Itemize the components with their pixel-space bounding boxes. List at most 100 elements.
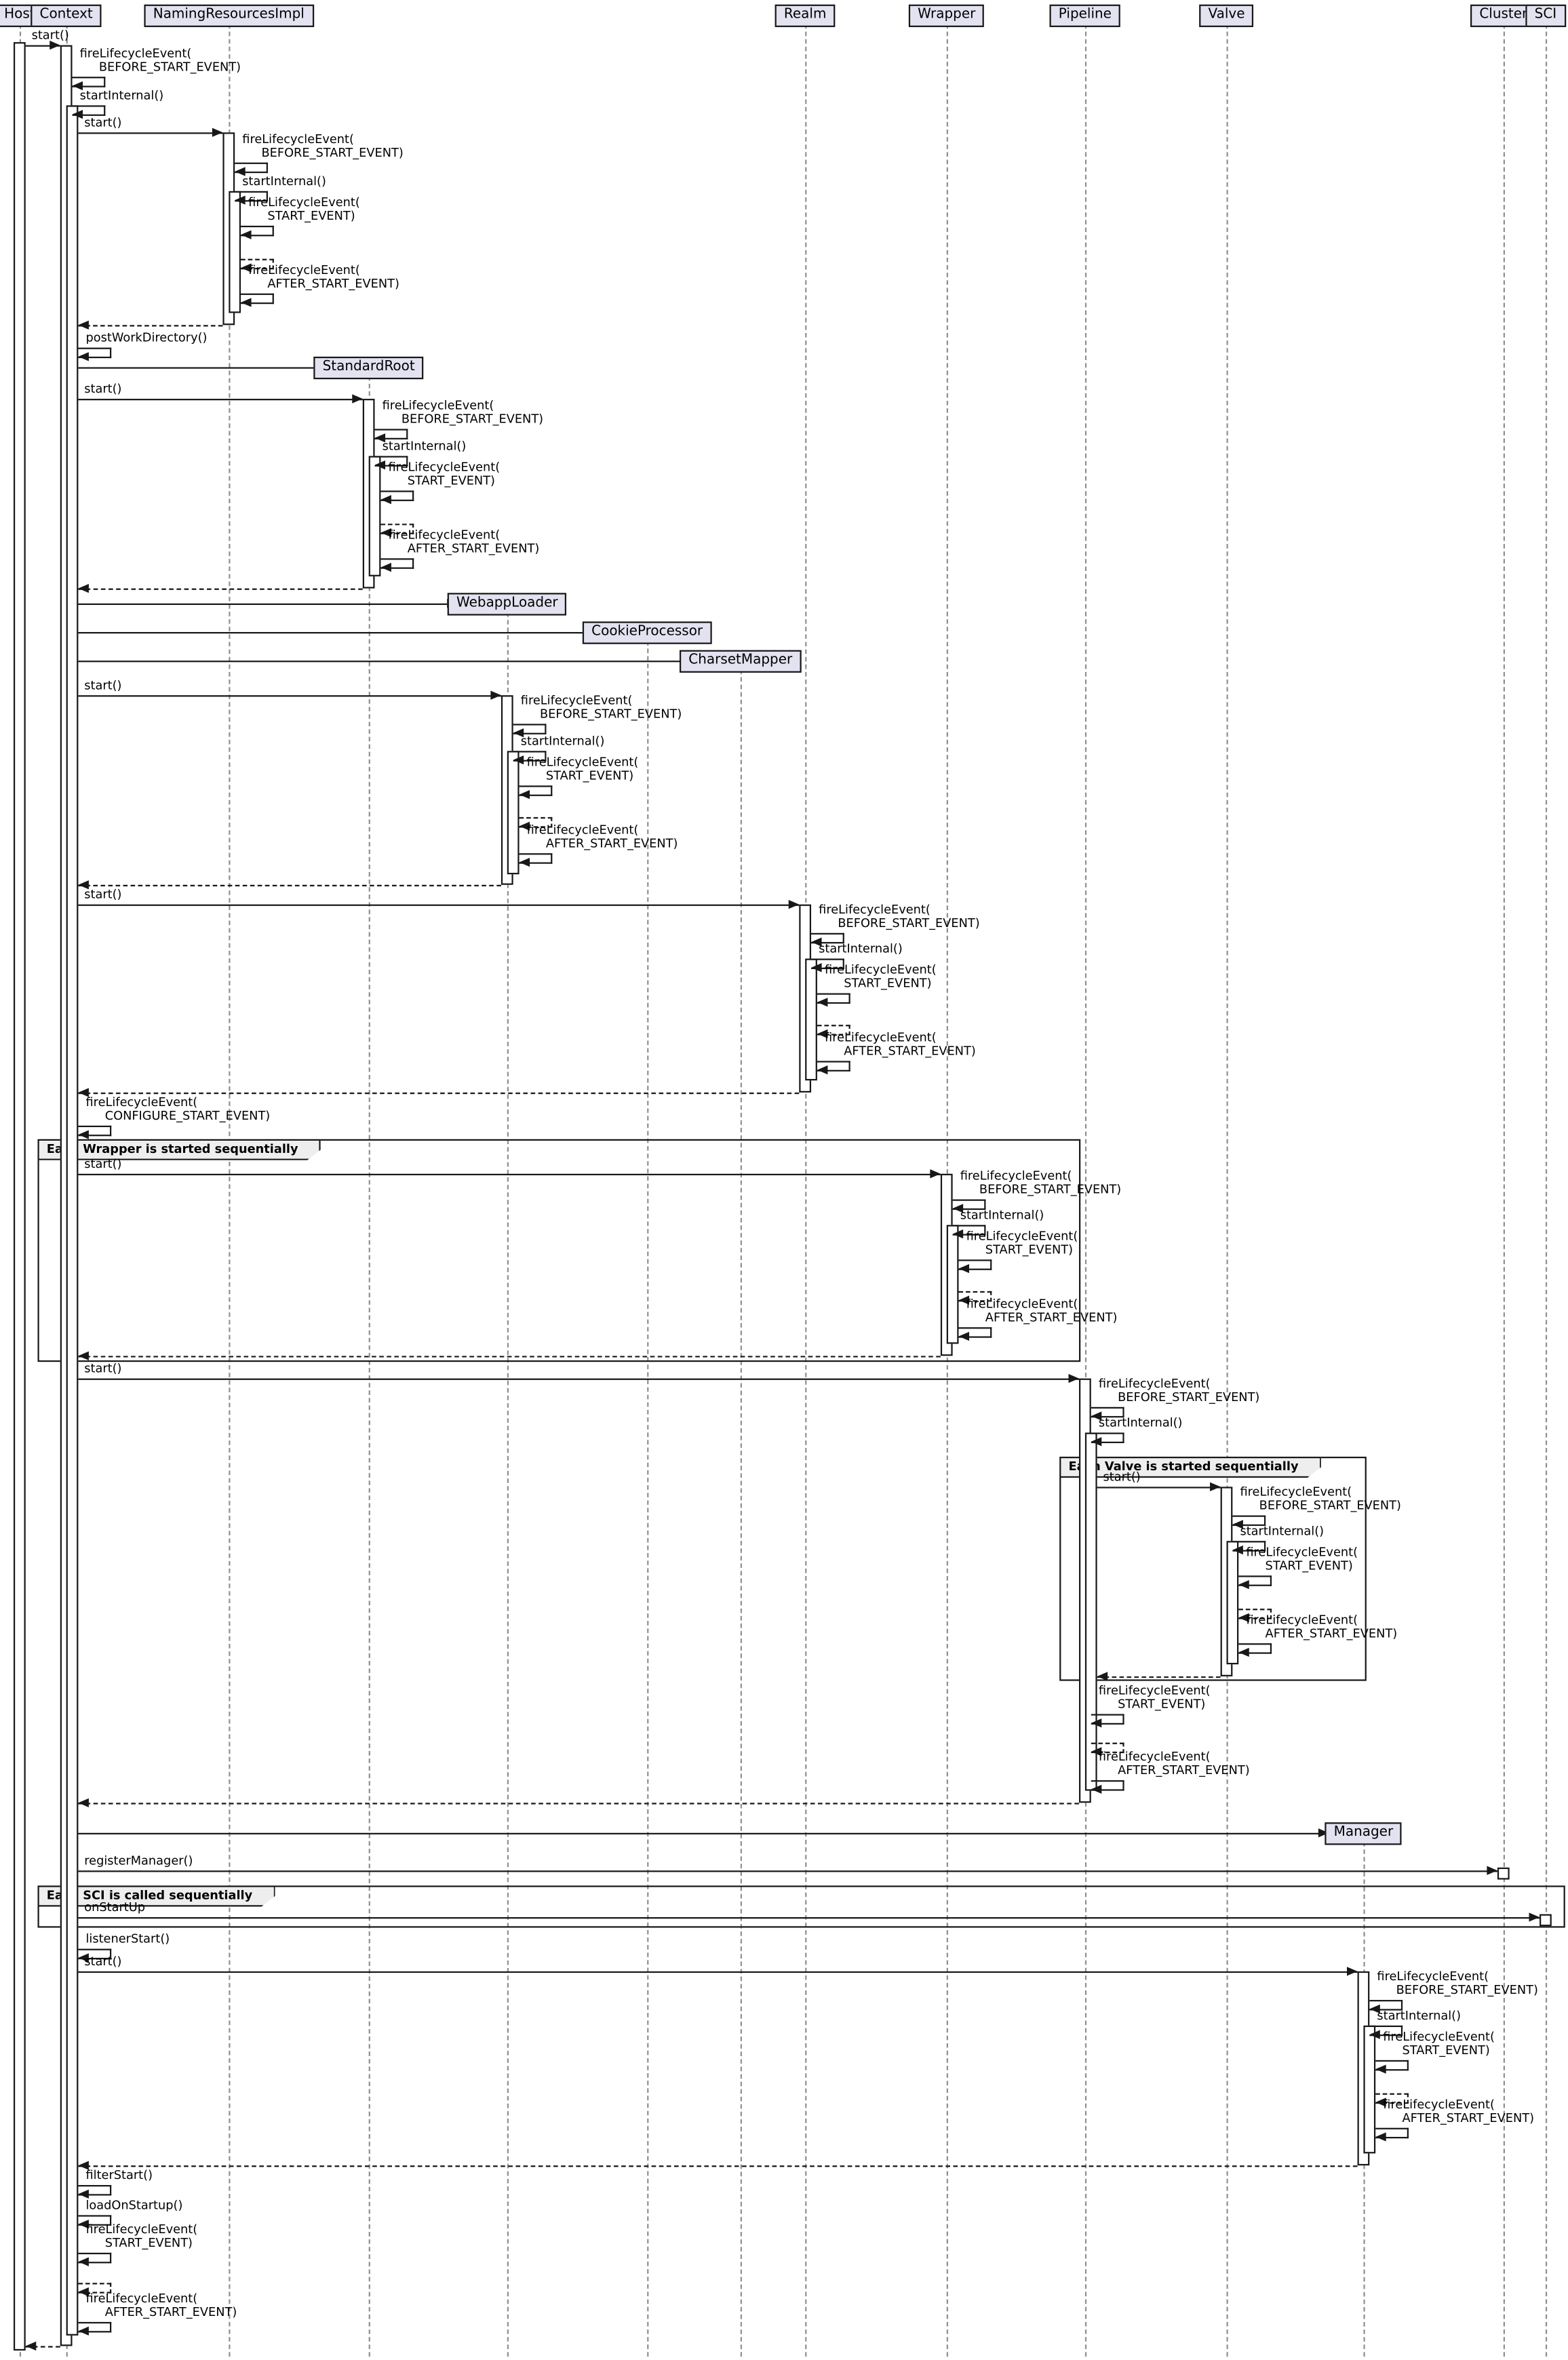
participant-cluster: Cluster bbox=[1470, 4, 1537, 27]
arrowhead bbox=[811, 937, 822, 947]
self-message bbox=[1091, 1407, 1124, 1418]
arrowhead bbox=[1238, 1647, 1249, 1657]
self-message bbox=[380, 490, 414, 501]
self-message bbox=[519, 853, 553, 864]
arrowhead bbox=[519, 789, 530, 800]
return-arrow bbox=[1097, 1676, 1221, 1678]
sync-arrow bbox=[78, 399, 363, 401]
self-message bbox=[1091, 1714, 1124, 1725]
arrowhead bbox=[352, 394, 363, 404]
return-arrow bbox=[25, 2346, 60, 2348]
arrowhead bbox=[78, 1351, 89, 1360]
arrowhead bbox=[78, 583, 89, 593]
lifeline-cluster bbox=[1502, 24, 1504, 2357]
self-return-message bbox=[380, 524, 414, 534]
self-message bbox=[1091, 1780, 1124, 1791]
arrowhead bbox=[78, 2326, 89, 2336]
message-label: registerManager() bbox=[84, 1853, 193, 1868]
arrowhead bbox=[235, 195, 246, 205]
arrowhead bbox=[1375, 2098, 1386, 2107]
message-label: fireLifecycleEvent( START_EVENT) bbox=[966, 1229, 1078, 1257]
participant-context: Context bbox=[31, 4, 102, 27]
arrowhead bbox=[212, 127, 223, 137]
arrowhead bbox=[952, 1229, 964, 1239]
arrowhead bbox=[958, 1295, 970, 1305]
arrowhead bbox=[1091, 1411, 1102, 1421]
arrowhead bbox=[519, 857, 530, 867]
arrowhead bbox=[513, 755, 524, 765]
arrowhead bbox=[817, 1029, 828, 1039]
participant-pipeline: Pipeline bbox=[1049, 4, 1121, 27]
message-label: start() bbox=[84, 1157, 122, 1171]
arrowhead bbox=[78, 2257, 89, 2266]
message-label: fireLifecycleEvent( AFTER_START_EVENT) bbox=[526, 823, 678, 850]
activation-bar bbox=[1226, 1541, 1239, 1665]
arrowhead bbox=[78, 2287, 89, 2297]
arrowhead bbox=[78, 2220, 89, 2229]
lifeline-charsetmapper bbox=[739, 669, 741, 2357]
self-message bbox=[235, 191, 268, 202]
arrowhead bbox=[1232, 1520, 1243, 1529]
arrowhead bbox=[241, 298, 252, 307]
frame-title: Each Valve is started sequentially bbox=[1059, 1457, 1321, 1478]
self-message bbox=[374, 429, 408, 439]
message-label: startInternal() bbox=[242, 174, 326, 189]
arrowhead bbox=[380, 528, 391, 538]
message-label: startInternal() bbox=[1098, 1416, 1183, 1430]
self-message bbox=[374, 456, 408, 467]
sync-arrow bbox=[78, 132, 223, 134]
message-label: fireLifecycleEvent( AFTER_START_EVENT) bbox=[388, 528, 540, 555]
self-return-message bbox=[78, 2283, 112, 2294]
activation-bar bbox=[805, 958, 817, 1081]
self-message bbox=[72, 77, 106, 87]
message-label: fireLifecycleEvent( AFTER_START_EVENT) bbox=[1383, 2098, 1535, 2125]
arrowhead bbox=[374, 460, 386, 470]
arrowhead bbox=[235, 167, 246, 176]
message-label: fireLifecycleEvent( BEFORE_START_EVENT) bbox=[382, 399, 544, 426]
message-label: fireLifecycleEvent( AFTER_START_EVENT) bbox=[248, 263, 399, 291]
message-label: fireLifecycleEvent( CONFIGURE_START_EVEN… bbox=[85, 1095, 271, 1123]
return-arrow bbox=[78, 588, 363, 590]
message-label: listenerStart() bbox=[85, 1932, 170, 1946]
arrowhead bbox=[1091, 1784, 1102, 1794]
activation-bar bbox=[1497, 1867, 1510, 1880]
self-message bbox=[1369, 2025, 1403, 2037]
self-message bbox=[78, 2252, 112, 2264]
self-message bbox=[1232, 1541, 1266, 1552]
self-return-message bbox=[958, 1291, 992, 1302]
participant-valve: Valve bbox=[1199, 4, 1254, 27]
self-message bbox=[513, 724, 547, 734]
message-label: fireLifecycleEvent( AFTER_START_EVENT) bbox=[1098, 1750, 1250, 1777]
create-arrow bbox=[78, 367, 326, 369]
sync-arrow bbox=[78, 1971, 1358, 1973]
activation-bar bbox=[1363, 2025, 1376, 2154]
self-message bbox=[78, 1125, 112, 1137]
arrowhead bbox=[513, 728, 524, 738]
participant-webapploader: WebappLoader bbox=[447, 593, 567, 616]
activation-bar bbox=[946, 1225, 959, 1344]
self-message bbox=[811, 932, 844, 944]
arrowhead bbox=[241, 263, 252, 273]
activation-bar bbox=[1540, 1914, 1552, 1927]
return-arrow bbox=[78, 1356, 941, 1358]
participant-realm: Realm bbox=[775, 4, 836, 27]
activation-bar bbox=[229, 191, 241, 313]
self-message bbox=[241, 225, 274, 237]
arrowhead bbox=[78, 1130, 89, 1139]
message-label: fireLifecycleEvent( START_EVENT) bbox=[1383, 2030, 1495, 2058]
arrowhead bbox=[817, 1065, 828, 1075]
sync-arrow bbox=[78, 1173, 941, 1176]
frame-title: Each Wrapper is started sequentially bbox=[37, 1139, 320, 1160]
lifeline-namingresourcesimpl bbox=[228, 24, 230, 2357]
message-label: start() bbox=[84, 888, 122, 902]
sync-arrow bbox=[78, 1917, 1540, 1919]
create-arrow bbox=[78, 661, 692, 663]
arrowhead bbox=[1210, 1482, 1221, 1492]
message-label: fireLifecycleEvent( BEFORE_START_EVENT) bbox=[1377, 1969, 1538, 1997]
message-label: fireLifecycleEvent( AFTER_START_EVENT) bbox=[85, 2292, 237, 2319]
arrowhead bbox=[72, 81, 83, 91]
lifeline-standardroot bbox=[368, 376, 370, 2357]
message-label: startInternal() bbox=[520, 734, 605, 748]
participant-wrapper: Wrapper bbox=[908, 4, 985, 27]
self-message bbox=[1375, 2060, 1409, 2071]
